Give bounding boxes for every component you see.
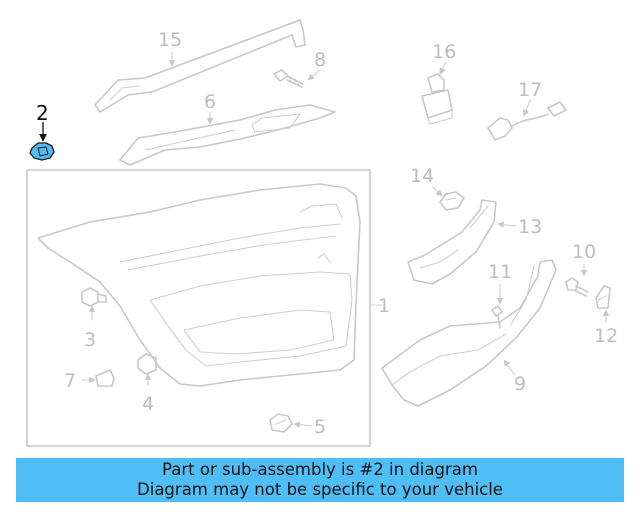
callout-12: 12 (594, 325, 618, 347)
part-17-courtesy-lamp (487, 101, 567, 141)
callout-11: 11 (488, 261, 512, 283)
callout-10: 10 (572, 241, 596, 263)
part-7-clip (95, 369, 115, 387)
part-8-bolt (273, 69, 304, 88)
part-16-switch (421, 73, 453, 125)
exploded-parts-diagram: 1 2 3 4 5 6 7 8 9 10 11 12 13 14 15 16 1… (26, 19, 618, 447)
callout-14: 14 (410, 165, 434, 187)
callout-7: 7 (64, 370, 76, 392)
callout-17: 17 (518, 79, 542, 101)
part-3-push-clip (81, 287, 107, 307)
callout-3: 3 (84, 329, 96, 351)
callout-8: 8 (314, 49, 326, 71)
part-5-grommet (269, 413, 293, 433)
callout-13: 13 (518, 216, 542, 238)
part-11-screw (491, 305, 503, 329)
callout-5: 5 (314, 416, 326, 438)
part-6-belt-trim (119, 104, 336, 166)
callout-16: 16 (432, 41, 456, 63)
part-4-retainer (137, 353, 157, 375)
callout-2[interactable]: 2 (36, 101, 49, 125)
callout-15: 15 (158, 29, 182, 51)
part-14-clip (439, 191, 465, 211)
banner-line-part-number: Part or sub-assembly is #2 in diagram (162, 460, 478, 479)
callout-labels: 1 2 3 4 5 6 7 8 9 10 11 12 13 14 15 16 1… (36, 29, 618, 438)
callout-1: 1 (378, 295, 390, 317)
callout-4: 4 (142, 393, 154, 415)
callout-9: 9 (514, 373, 526, 395)
part-10-screw (565, 277, 589, 297)
part-13-bracket (407, 199, 497, 285)
callout-6: 6 (204, 91, 216, 113)
part-9-armrest (381, 259, 557, 407)
leader-lines (39, 51, 610, 428)
part-1-door-trim-panel (26, 169, 371, 447)
part-15-upper-trim-strip (94, 19, 306, 113)
part-2-highlighted-clip[interactable] (29, 142, 55, 161)
info-banner: Part or sub-assembly is #2 in diagram Di… (16, 458, 624, 502)
banner-line-disclaimer: Diagram may not be specific to your vehi… (137, 480, 503, 499)
part-12-clip (595, 285, 611, 309)
